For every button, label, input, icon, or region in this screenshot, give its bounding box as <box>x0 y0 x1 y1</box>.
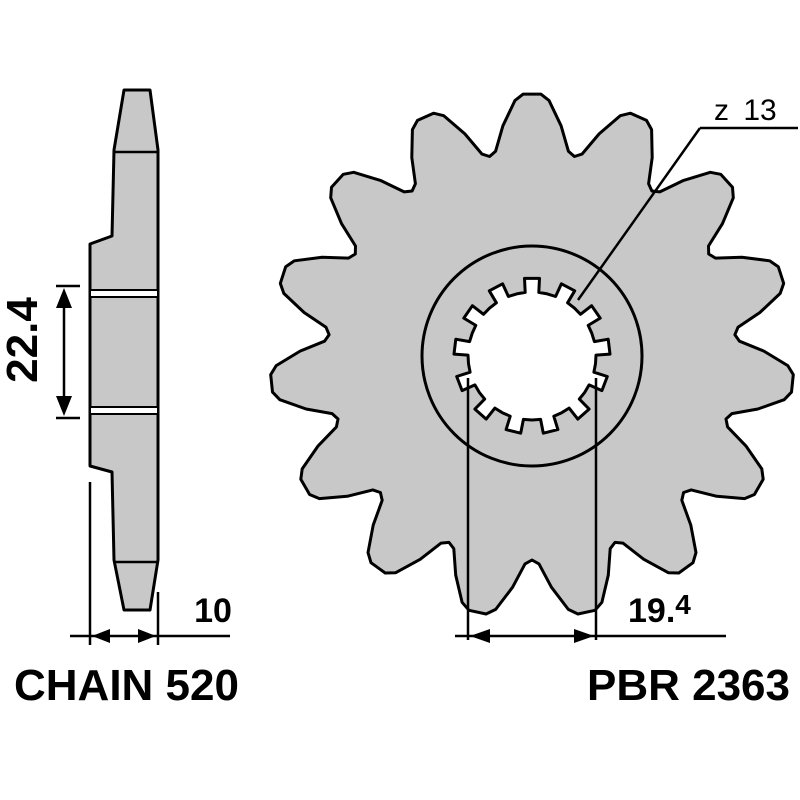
dimension-arrow <box>56 396 72 416</box>
teeth-count-callout: z 13 <box>576 94 798 301</box>
sprocket-outline <box>269 92 795 616</box>
dimension-arrow <box>138 629 156 643</box>
hub-width-label: 22.4 <box>0 297 47 383</box>
dimension-arrow <box>56 288 72 308</box>
side-profile-body <box>88 88 160 612</box>
part-number-label: PBR 2363 <box>587 661 790 710</box>
teeth-count-label: z 13 <box>714 94 777 127</box>
hub-width-dimension: 22.4 <box>0 284 80 420</box>
spline-width-label: 19.4 <box>628 589 691 630</box>
spline-dimension: 19.4 <box>455 378 726 643</box>
side-profile <box>88 88 160 612</box>
hub-circle <box>420 244 644 468</box>
dimension-arrow <box>574 629 594 643</box>
thickness-dimension: 10 <box>70 482 232 645</box>
chain-label: CHAIN 520 <box>14 661 239 710</box>
thickness-label: 10 <box>194 592 232 630</box>
dimension-arrow <box>470 629 490 643</box>
hub-groove-top <box>89 289 159 298</box>
sprocket-front-view <box>269 92 795 616</box>
hub-groove-bottom <box>89 406 159 415</box>
dimension-arrow <box>92 629 110 643</box>
